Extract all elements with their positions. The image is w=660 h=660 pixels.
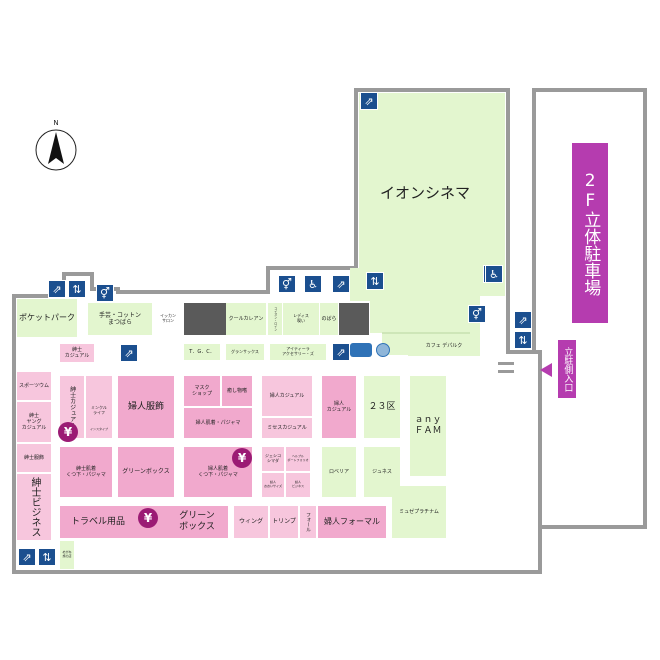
elevator-icon: ⇅ [514,331,532,349]
promo-block [350,343,372,357]
store-iyashi: 癒し物嗜 [222,376,252,406]
store-mens-business: 紳士ビジネス [17,474,51,540]
parking-entrance: 立駐側入口 [558,340,576,398]
escalator-icon: ⇗ [18,548,36,566]
elevator-icon: ⇅ [68,280,86,298]
store-wing: ウィング [234,506,268,538]
store-ladies-underwear: 婦人肌着・パジャマ [184,408,252,438]
yen-atm-icon-2: ¥ [232,448,252,468]
store-mens-casual-small: 紳士 カジュアル [60,344,94,362]
store-ladies: レディス 喫い [283,303,319,335]
elevator-icon: ⇅ [38,548,56,566]
store-mens-young: 紳士 ヤング カジュアル [17,402,51,442]
store-gurasakkusu: グランサックス [226,344,264,360]
store-23ku: ２３区 [364,376,400,438]
restroom-icon: ⚥ [278,275,296,293]
store-teshi: 手芸・コットン まつばら [88,303,152,335]
north-label: N [53,118,59,127]
store-mise-platinum: ミュゼプラチナム [392,486,446,538]
escalator-icon: ⇗ [332,343,350,361]
store-ladies-formal: 婦人フォーマル [318,506,386,538]
escalator-icon: ⇗ [332,275,350,293]
escalator-icon: ⇗ [48,280,66,298]
store-nobara: のばら [320,303,338,335]
store-green-box-small: グリーンボックス [118,447,174,497]
yen-atm-icon-3: ¥ [138,508,158,528]
store-jessie: ジェシコ シマダ [262,447,284,471]
store-folle: フォール [300,506,316,538]
cinema-label: イオンシネマ [379,184,470,202]
store-cafe: カフェ デパルク [408,336,480,356]
entrance-arrow [540,363,552,377]
store-helpful: ヘルプル ポートフォリオ [286,447,310,471]
store-megane: めがね 旅の店 [60,541,74,569]
restroom-icon: ⚥ [96,284,114,302]
block-gray-b [339,303,369,335]
store-mini-a: コイオン・ロイン [268,303,282,335]
door-mark [498,370,514,373]
elevator-icon: ⇅ [366,272,384,290]
escalator-icon: ⇗ [514,311,532,329]
accessible-restroom-icon: ♿ [304,275,322,293]
escalator-icon: ⇗ [120,344,138,362]
store-mens-wear: 紳士服飾 [17,444,51,472]
store-ladies-casual-b: 婦人 カジュアル [322,376,356,438]
accessible-restroom-icon: ♿ [485,265,503,283]
store-mask-shop: マスク ショップ [184,376,220,406]
store-insutaipu: インスタイプ [86,424,112,436]
store-ladies-fashion: 婦人服飾 [118,376,174,438]
yen-atm-icon-1: ¥ [58,422,78,442]
store-triumph: トリンプ [270,506,298,538]
promo-circle [376,343,390,357]
cinema-area [350,93,505,355]
store-cool-karen: クールカレアン [226,303,266,335]
escalator-icon: ⇗ [360,92,378,110]
store-tgc: T．G．C． [184,344,220,360]
store-ladies-big: 婦人 おおいサイズ [262,473,284,497]
store-ladies-big2: 婦人 ビジネス [286,473,310,497]
store-mens-underwear: 紳士肌着 くつ下・パジャマ [60,447,112,497]
store-pocket-park: ポケットパーク [17,299,77,337]
store-sports: スポーツウム [17,372,51,400]
store-ladies-casual-a: 婦人カジュアル [262,376,312,416]
store-rovelia: ロベリア [322,447,356,497]
store-anyfam: ａｎｙ ＦＡＭ [410,376,446,476]
store-misesu-casual: ミセスカジュアル [262,418,312,438]
store-travel: トラベル用品 [60,506,136,538]
store-ikkan: イッカン サロン [155,303,181,335]
restroom-icon: ⚥ [468,305,486,323]
block-gray-a [184,303,226,335]
store-aitiru: アイティーラ アクセサリー・ズ [270,344,326,360]
parking-title: 2F立体駐車場 [572,143,608,323]
door-mark [498,362,514,365]
compass-arrow [48,132,64,164]
